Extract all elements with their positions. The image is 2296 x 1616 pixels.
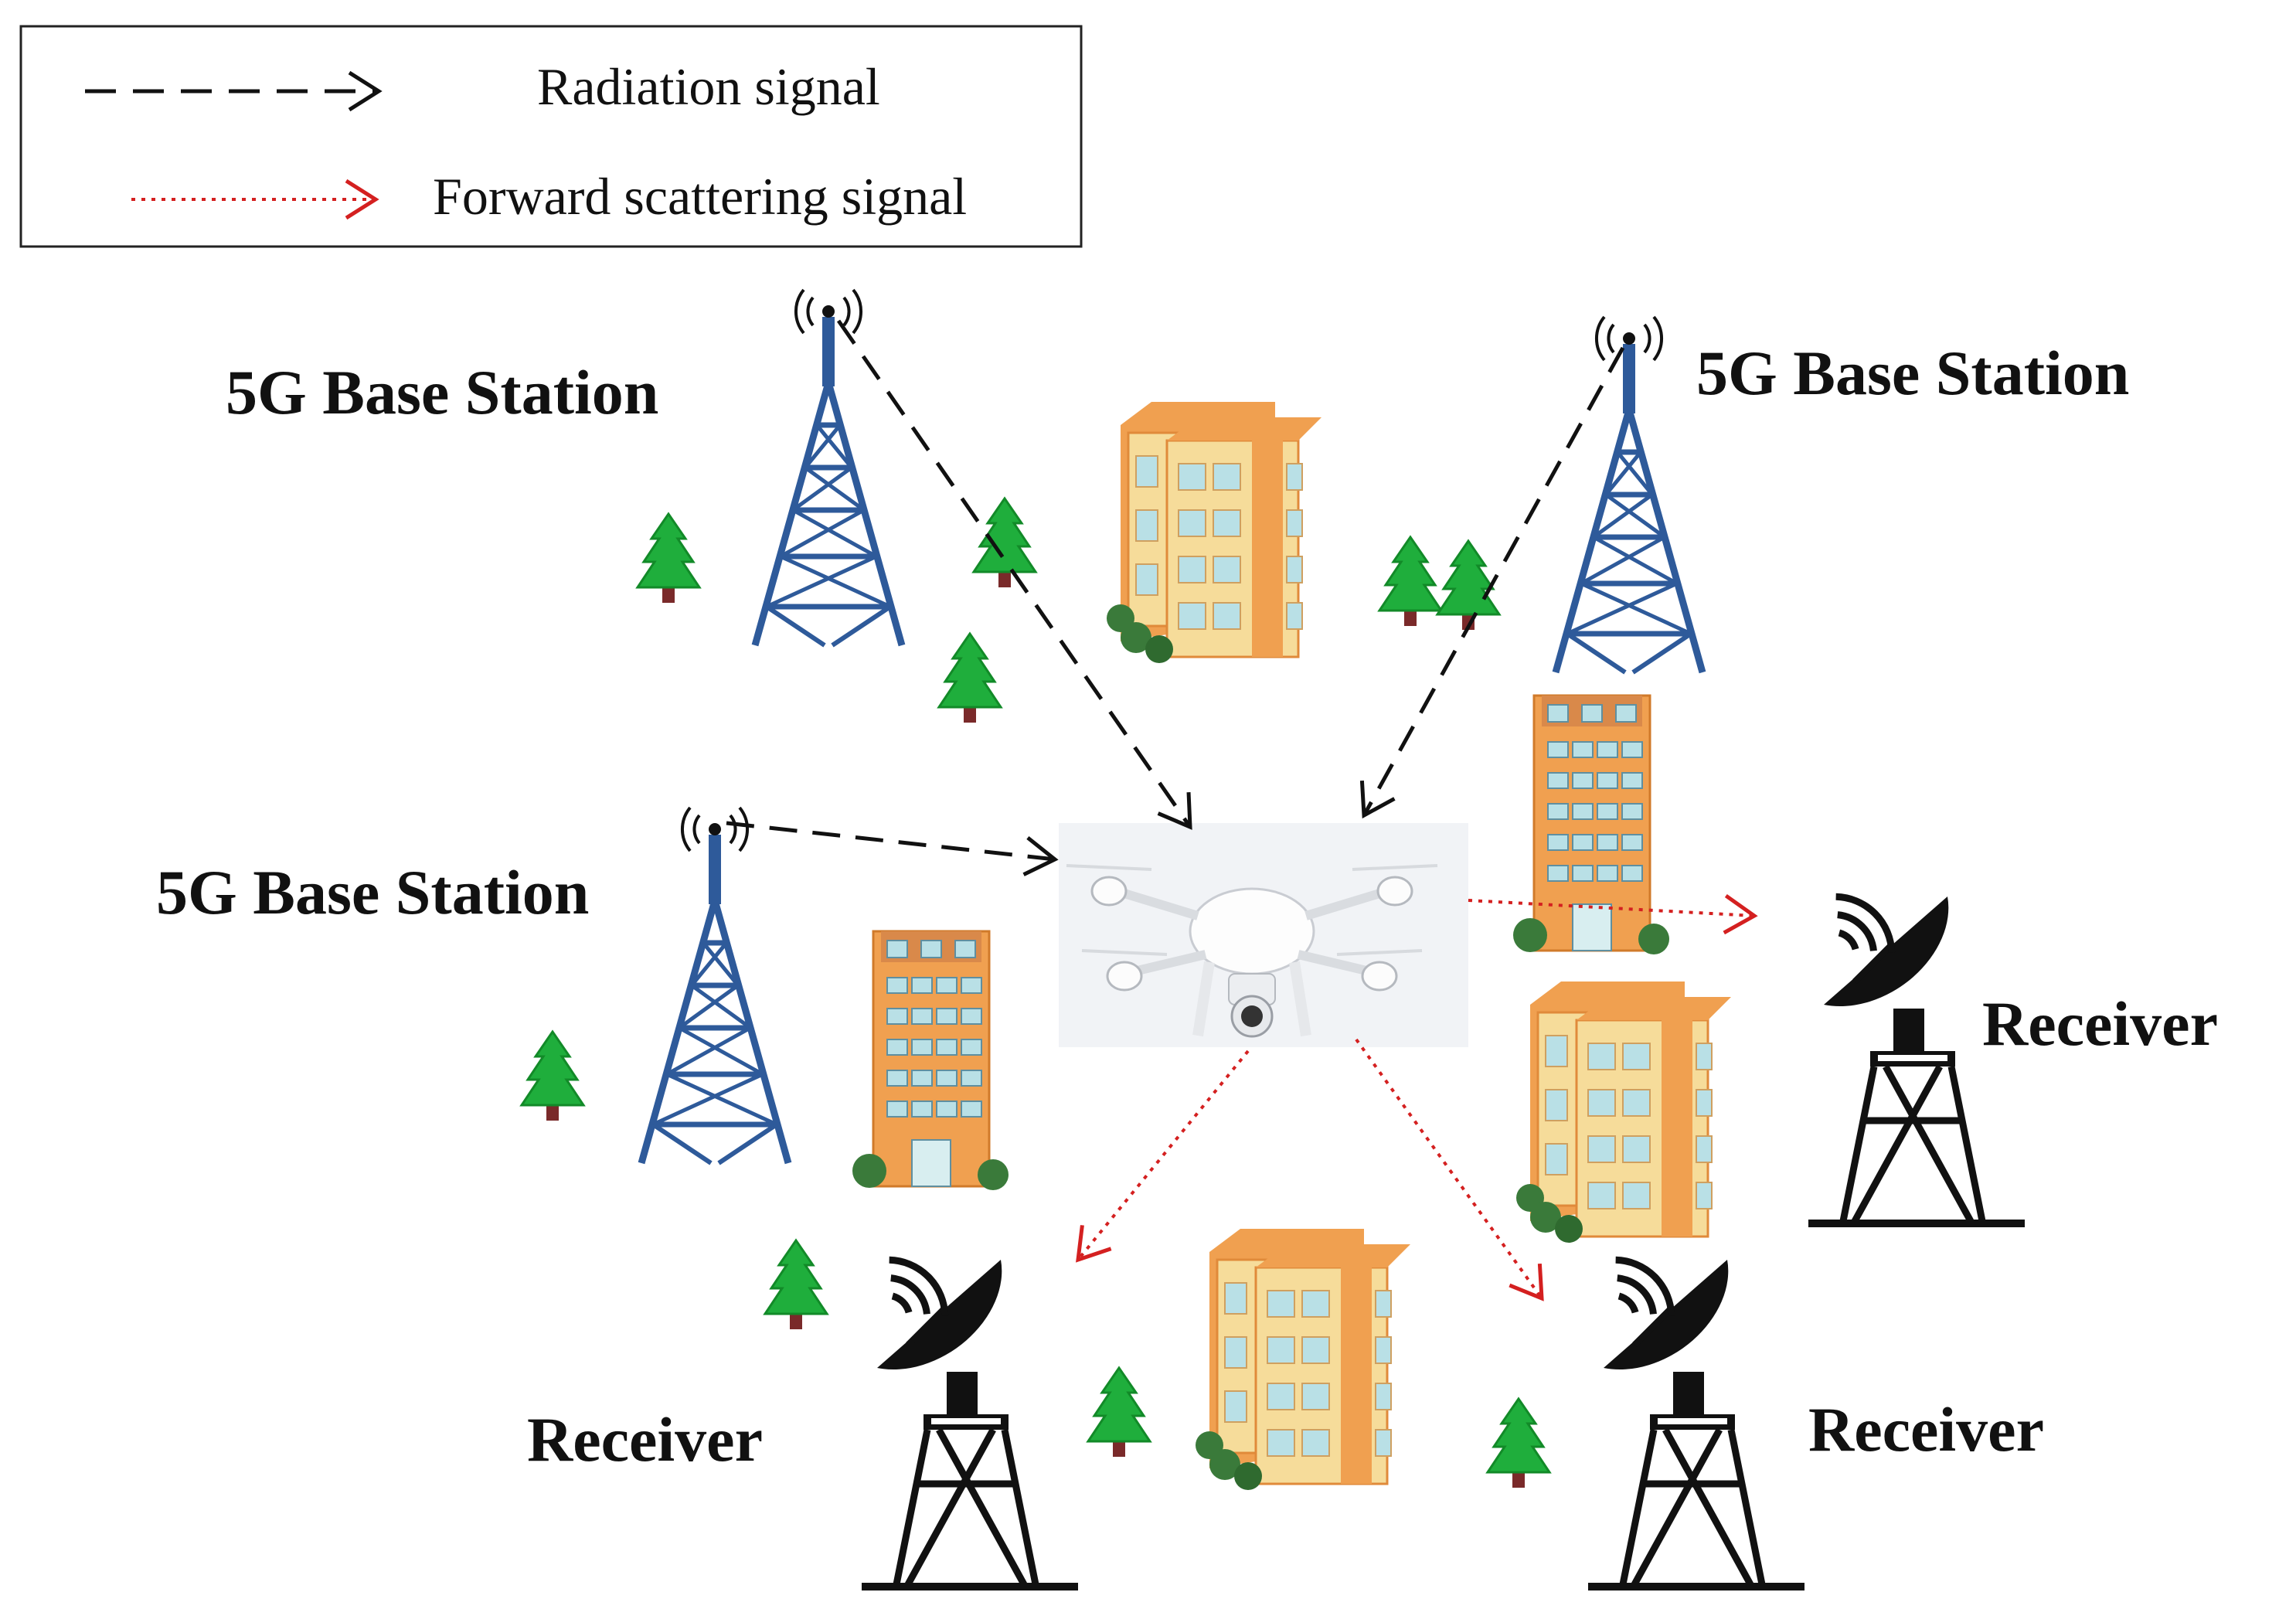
legend: Radiation signal Forward scattering sign…: [19, 25, 1083, 248]
forward-arrow-bottom-right: [1355, 1038, 1544, 1301]
legend-box: [19, 25, 1083, 248]
radiation-arrow-mid-left: [726, 821, 1059, 876]
tree-icon: [972, 497, 1037, 589]
building-icon: [1512, 694, 1671, 956]
radiation-arrow-top-left: [836, 319, 1192, 830]
forward-arrow-right: [1468, 893, 1758, 935]
tower-top-left-icon: [755, 290, 902, 645]
receiver-bottom-right-icon: [1588, 1249, 1804, 1590]
tree-icon: [1486, 1397, 1551, 1489]
tree-icon: [937, 632, 1002, 724]
label-rx-bottom-left: Receiver: [527, 1404, 763, 1475]
label-bs-top-right: 5G Base Station: [1696, 338, 2129, 408]
label-rx-bottom-right: Receiver: [1808, 1394, 2044, 1465]
building-icon: [1194, 1227, 1412, 1492]
label-rx-right: Receiver: [1982, 988, 2218, 1059]
radiation-arrow-top-right: [1359, 346, 1625, 819]
drone-icon: [1059, 823, 1468, 1047]
building-icon: [1515, 980, 1733, 1244]
tower-top-right-icon: [1556, 317, 1702, 672]
tree-icon: [764, 1239, 828, 1331]
receiver-bottom-left-icon: [862, 1249, 1078, 1590]
tree-icon: [1378, 536, 1443, 628]
forward-arrow-bottom-left: [1076, 1050, 1250, 1263]
building-icon: [851, 930, 1010, 1192]
label-bs-mid-left: 5G Base Station: [156, 857, 589, 927]
legend-radiation-label: Radiation signal: [537, 57, 880, 116]
tree-icon: [520, 1030, 585, 1122]
tree-icon: [636, 512, 701, 604]
legend-forward-label: Forward scattering signal: [433, 167, 967, 226]
label-bs-top-left: 5G Base Station: [226, 357, 658, 427]
tower-mid-left-icon: [641, 808, 788, 1163]
building-icon: [1105, 400, 1323, 665]
tree-icon: [1087, 1366, 1151, 1458]
